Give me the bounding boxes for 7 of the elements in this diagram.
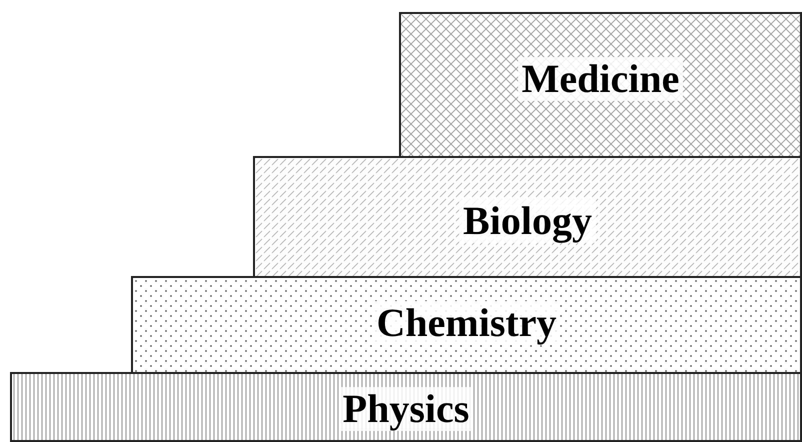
layer-block [253, 156, 802, 278]
layer-label: Biology [459, 199, 596, 243]
layer-block [131, 276, 802, 374]
layer-label: Physics [338, 387, 474, 431]
layer-block [10, 372, 802, 442]
layer-label: Medicine [518, 57, 684, 101]
layer-block [399, 12, 802, 158]
